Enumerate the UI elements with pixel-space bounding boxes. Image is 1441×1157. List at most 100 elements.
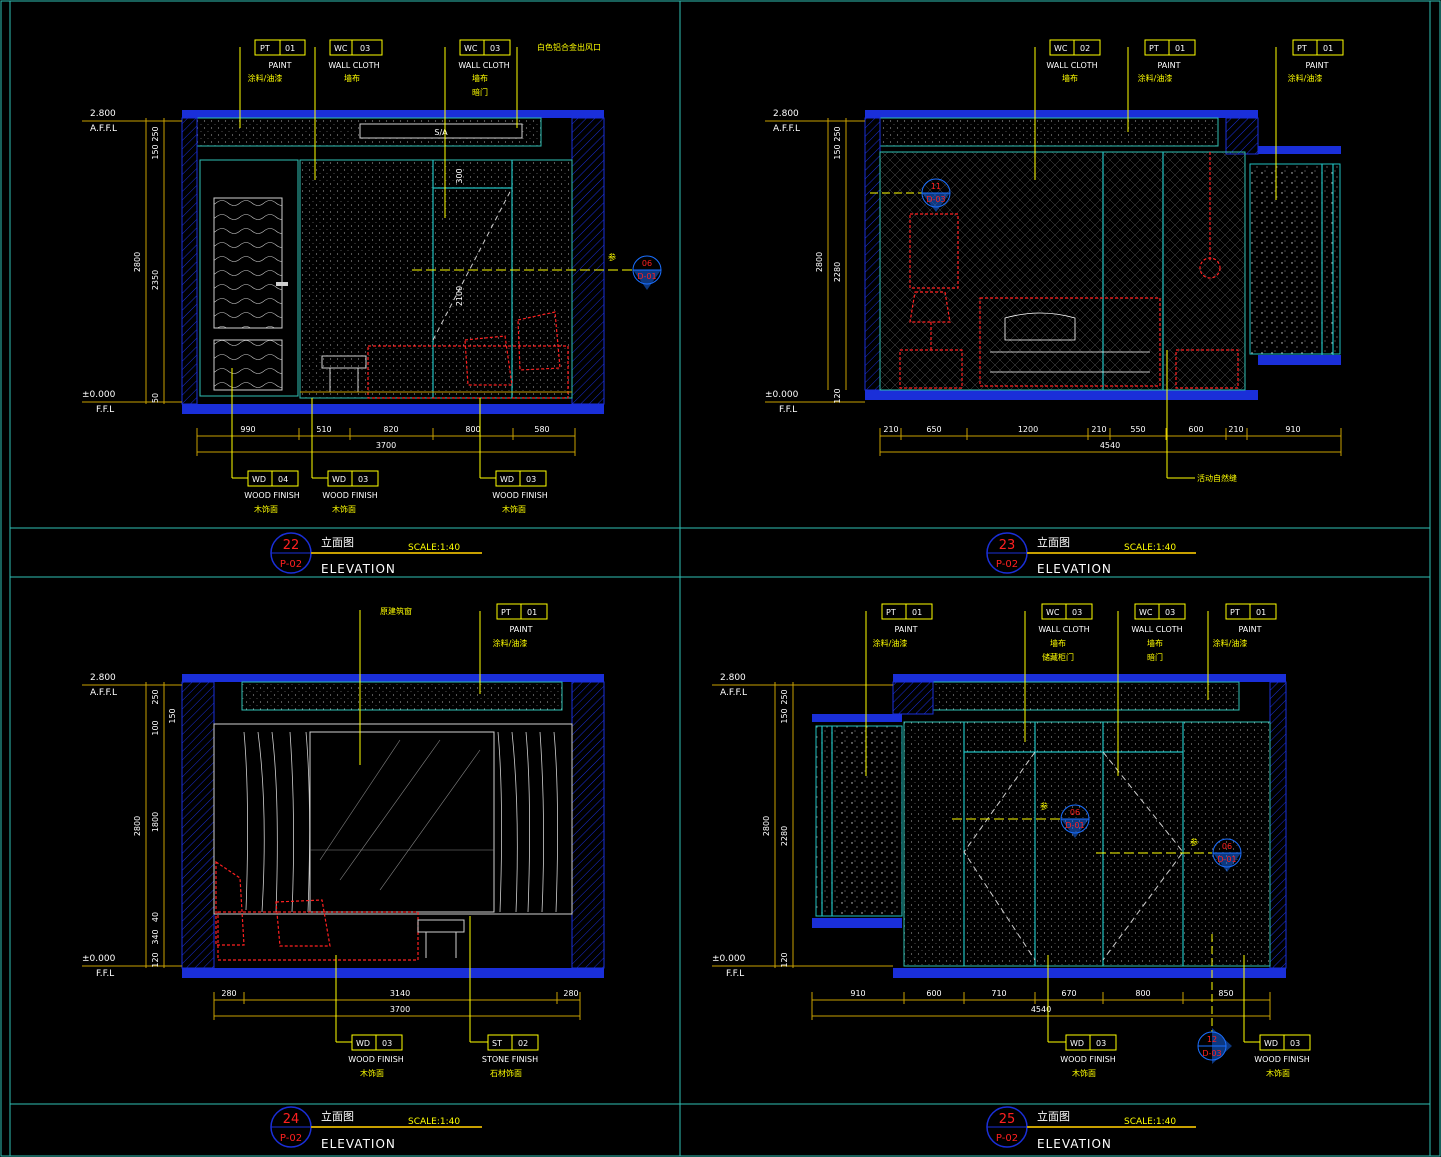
svg-text:立面图: 立面图 — [1037, 535, 1070, 549]
svg-text:22: 22 — [283, 538, 300, 553]
level-marker-top: 2.800 A.F.F.L — [712, 673, 893, 698]
panel-25-elevation: 2.800 A.F.F.L ±0.000 F.F.L 250 150 2800 … — [712, 603, 1311, 1151]
hdim-1200: 1200 — [1018, 425, 1038, 434]
svg-text:WALL CLOTH: WALL CLOTH — [1038, 625, 1089, 634]
section-mark-12: 12 D-03 — [1197, 934, 1232, 1064]
material-tag-wd03-b: WD 03 WOOD FINISH 木饰面 — [479, 398, 548, 514]
svg-text:PAINT: PAINT — [1157, 61, 1180, 70]
vdim-2100: 2100 — [455, 286, 464, 306]
svg-text:PT: PT — [1149, 44, 1159, 53]
svg-text:03: 03 — [358, 475, 368, 484]
hdim-600: 600 — [1188, 425, 1203, 434]
material-tag-wd03-a: WD 03 WOOD FINISH 木饰面 — [311, 398, 379, 514]
svg-text:2.800: 2.800 — [90, 673, 116, 683]
svg-text:±0.000: ±0.000 — [765, 390, 799, 400]
hdim-670: 670 — [1061, 989, 1076, 998]
panel-22-elevation: S/A 2.800 A.F.F.L ±0.000 F.F.L — [82, 39, 662, 576]
svg-text:±0.000: ±0.000 — [82, 390, 116, 400]
svg-text:涂料/油漆: 涂料/油漆 — [248, 73, 283, 83]
svg-text:D-01: D-01 — [1065, 821, 1084, 830]
level-marker-bottom: ±0.000 F.F.L — [82, 954, 182, 979]
svg-text:03: 03 — [1072, 608, 1082, 617]
svg-text:02: 02 — [518, 1039, 528, 1048]
vdim-150: 150 — [168, 708, 177, 723]
vdim-40: 40 — [151, 912, 160, 922]
floor-slab — [865, 390, 1258, 400]
svg-text:F.F.L: F.F.L — [96, 405, 114, 415]
door-panel-upper — [213, 197, 283, 329]
svg-text:D-03: D-03 — [1202, 1049, 1221, 1058]
svg-text:木饰面: 木饰面 — [254, 504, 278, 514]
vdim-120: 120 — [833, 388, 842, 403]
svg-text:墙布: 墙布 — [1050, 638, 1066, 648]
level-marker-top: 2.800 A.F.F.L — [82, 673, 182, 698]
vdim-150: 150 — [780, 708, 789, 723]
svg-text:±0.000: ±0.000 — [82, 954, 116, 964]
svg-text:STONE FINISH: STONE FINISH — [482, 1055, 538, 1064]
floor-slab — [893, 968, 1286, 978]
air-vent — [359, 123, 523, 139]
svg-text:墙布: 墙布 — [472, 73, 488, 83]
title-block-24: 24 P-02 立面图 SCALE:1:40 ELEVATION — [270, 1106, 482, 1151]
material-tag-wc03-b: WC 03 WALL CLOTH 墙布 暗门 — [1117, 603, 1186, 776]
svg-text:F.F.L: F.F.L — [779, 405, 797, 415]
svg-text:木饰面: 木饰面 — [1266, 1068, 1290, 1078]
hdim-600: 600 — [926, 989, 941, 998]
svg-text:墙布: 墙布 — [1062, 73, 1078, 83]
svg-text:PAINT: PAINT — [894, 625, 917, 634]
svg-text:04: 04 — [278, 475, 288, 484]
svg-text:WD: WD — [356, 1039, 370, 1048]
material-tag-wc03-a: WC 03 WALL CLOTH 墙布 储藏柜门 — [1024, 603, 1093, 742]
title-block-25: 25 P-02 立面图 SCALE:1:40 ELEVATION — [986, 1106, 1196, 1151]
svg-text:WOOD FINISH: WOOD FINISH — [348, 1055, 404, 1064]
svg-text:01: 01 — [1175, 44, 1185, 53]
svg-text:WOOD FINISH: WOOD FINISH — [492, 491, 548, 500]
svg-text:PAINT: PAINT — [1305, 61, 1328, 70]
bay-window-view — [815, 725, 903, 917]
door-panel-lower — [213, 339, 283, 391]
svg-text:WD: WD — [252, 475, 266, 484]
hdim-total: 3700 — [376, 441, 396, 450]
level-marker-bottom: ±0.000 F.F.L — [765, 390, 865, 415]
svg-text:2.800: 2.800 — [720, 673, 746, 683]
svg-text:参: 参 — [1040, 801, 1048, 811]
bay-window-floor — [812, 918, 902, 928]
svg-text:PT: PT — [1230, 608, 1240, 617]
svg-text:WOOD FINISH: WOOD FINISH — [244, 491, 300, 500]
svg-text:涂料/油漆: 涂料/油漆 — [873, 638, 908, 648]
vdim-250: 250 — [151, 689, 160, 704]
svg-text:暗门: 暗门 — [1147, 652, 1163, 662]
svg-text:活动自然缝: 活动自然缝 — [1197, 473, 1237, 483]
svg-text:PT: PT — [501, 608, 511, 617]
svg-text:D-01: D-01 — [1217, 855, 1236, 864]
svg-text:03: 03 — [360, 44, 370, 53]
svg-text:WD: WD — [332, 475, 346, 484]
svg-text:涂料/油漆: 涂料/油漆 — [493, 638, 528, 648]
svg-text:立面图: 立面图 — [321, 1109, 354, 1123]
bay-window-head — [1258, 146, 1341, 154]
svg-text:储藏柜门: 储藏柜门 — [1042, 652, 1074, 662]
svg-text:03: 03 — [1290, 1039, 1300, 1048]
material-tag-wc03-b: WC 03 WALL CLOTH 墙布 暗门 — [444, 39, 511, 218]
svg-text:06: 06 — [1070, 808, 1080, 817]
svg-text:木饰面: 木饰面 — [502, 504, 526, 514]
ceiling-void — [241, 681, 563, 711]
vdim-150: 150 — [151, 144, 160, 159]
svg-text:01: 01 — [285, 44, 295, 53]
level-marker-top: 2.800 A.F.F.L — [765, 109, 865, 134]
svg-text:SCALE:1:40: SCALE:1:40 — [1124, 543, 1176, 553]
vdim-100: 100 — [151, 720, 160, 735]
right-wall — [1269, 681, 1287, 969]
hdim-210-b: 210 — [1091, 425, 1106, 434]
section-mark-06: 参 06 D-01 — [412, 252, 662, 290]
material-tag-wd04: WD 04 WOOD FINISH 木饰面 — [231, 368, 300, 514]
svg-text:P-02: P-02 — [996, 559, 1018, 570]
material-tag-pt01-a: PT 01 PAINT 涂料/油漆 — [1127, 39, 1196, 132]
hdim-910: 910 — [850, 989, 865, 998]
material-tag-wd03-b: WD 03 WOOD FINISH 木饰面 — [1243, 955, 1311, 1078]
vdim-1800: 1800 — [151, 812, 160, 832]
hdim-280-a: 280 — [221, 989, 236, 998]
material-tag-wd03: WD 03 WOOD FINISH 木饰面 — [335, 955, 404, 1078]
svg-text:WOOD FINISH: WOOD FINISH — [322, 491, 378, 500]
right-wall — [571, 681, 605, 969]
